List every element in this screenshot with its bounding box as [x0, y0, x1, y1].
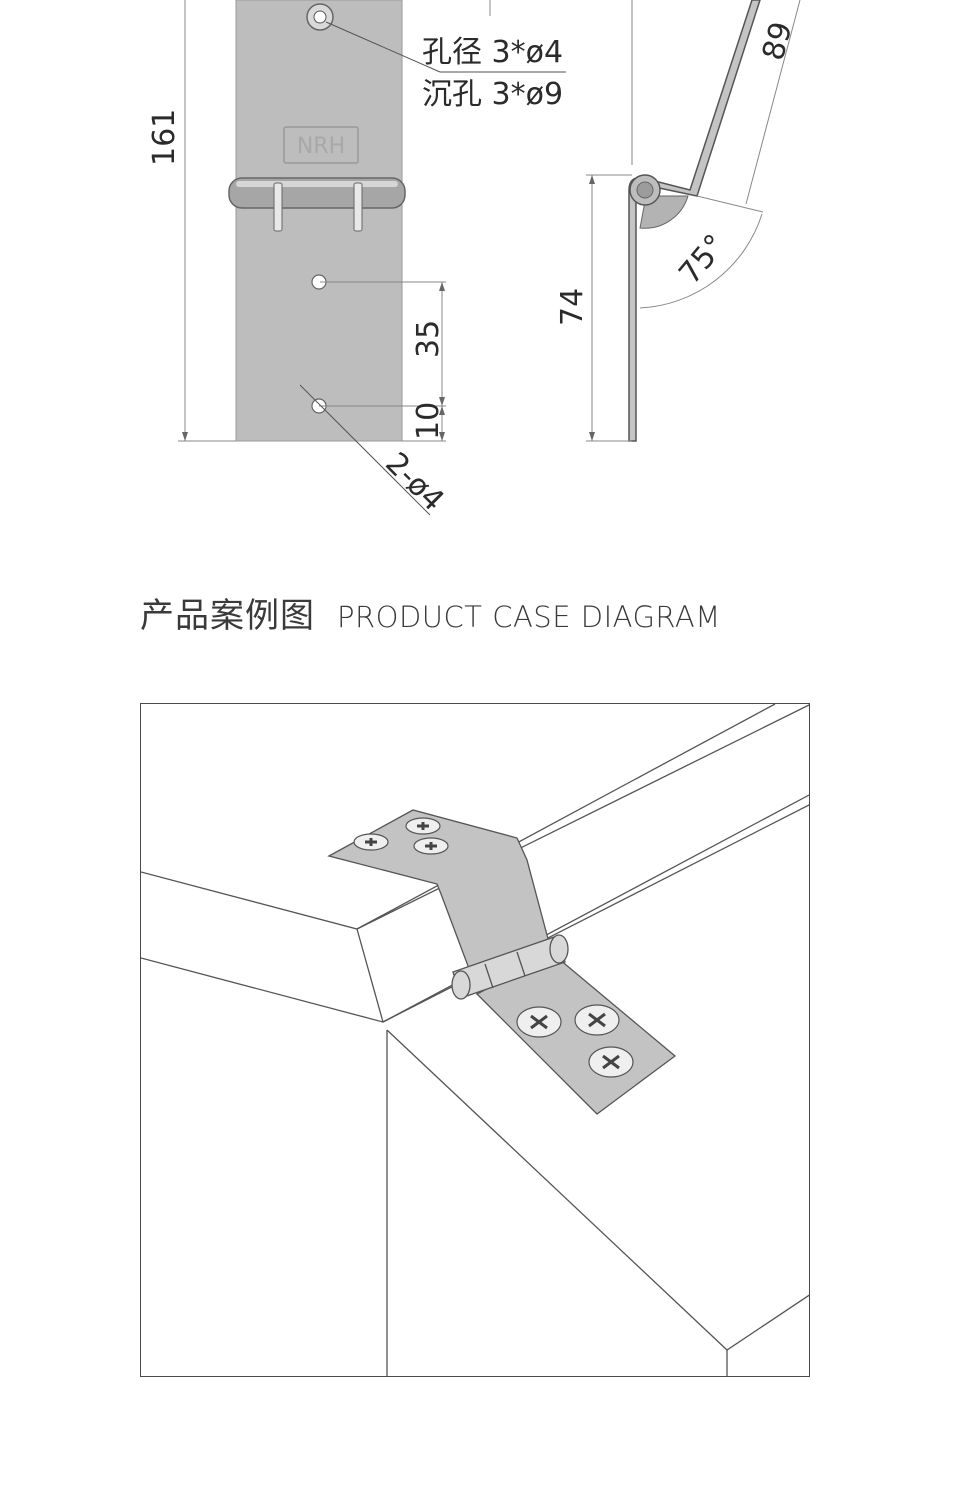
bottom-holes-label: 2-ø4: [378, 446, 450, 518]
hinge-barrel-highlight: [236, 181, 398, 187]
angle-dimension: 75°: [672, 228, 733, 291]
svg-text:NRH: NRH: [297, 134, 345, 159]
case-diagram-frame: [140, 703, 810, 1377]
case-diagram: [141, 704, 809, 1376]
total-length-dimension: 161: [147, 109, 182, 166]
screw-cross-marks: [365, 822, 620, 1070]
hinge-case-illustration: [327, 809, 677, 1115]
short-leaf-dimension: 74: [555, 288, 590, 326]
hinge-front-view: NRH: [228, 0, 406, 442]
hinge-side-view: [628, 0, 761, 442]
countersink-hole-center: [313, 10, 327, 24]
knuckle-slot-left: [273, 182, 283, 232]
edge-offset-dimension: 10: [411, 402, 446, 440]
box-outline: [141, 704, 809, 1376]
section-title-en: PRODUCT CASE DIAGRAM: [337, 600, 721, 634]
hole-spacing-dimension: 35: [411, 320, 446, 358]
knuckle-slot-right: [353, 182, 363, 232]
section-title-cn: 产品案例图: [140, 596, 315, 636]
hinge-leaf-plate: [235, 0, 403, 442]
countersink-label: 沉孔 3*ø9: [422, 77, 563, 112]
screw-group: [353, 817, 634, 1078]
side-dimension-lines: [586, 0, 801, 442]
hinge-knuckle: [451, 934, 569, 1000]
section-title: 产品案例图 PRODUCT CASE DIAGRAM: [140, 588, 721, 637]
nrh-logo: NRH: [283, 126, 359, 164]
hole-diameter-label: 孔径 3*ø4: [422, 35, 563, 70]
technical-drawing: NRH 孔径 3*ø4 沉孔 3*ø9 161 35 10 2-ø4: [147, 0, 801, 518]
